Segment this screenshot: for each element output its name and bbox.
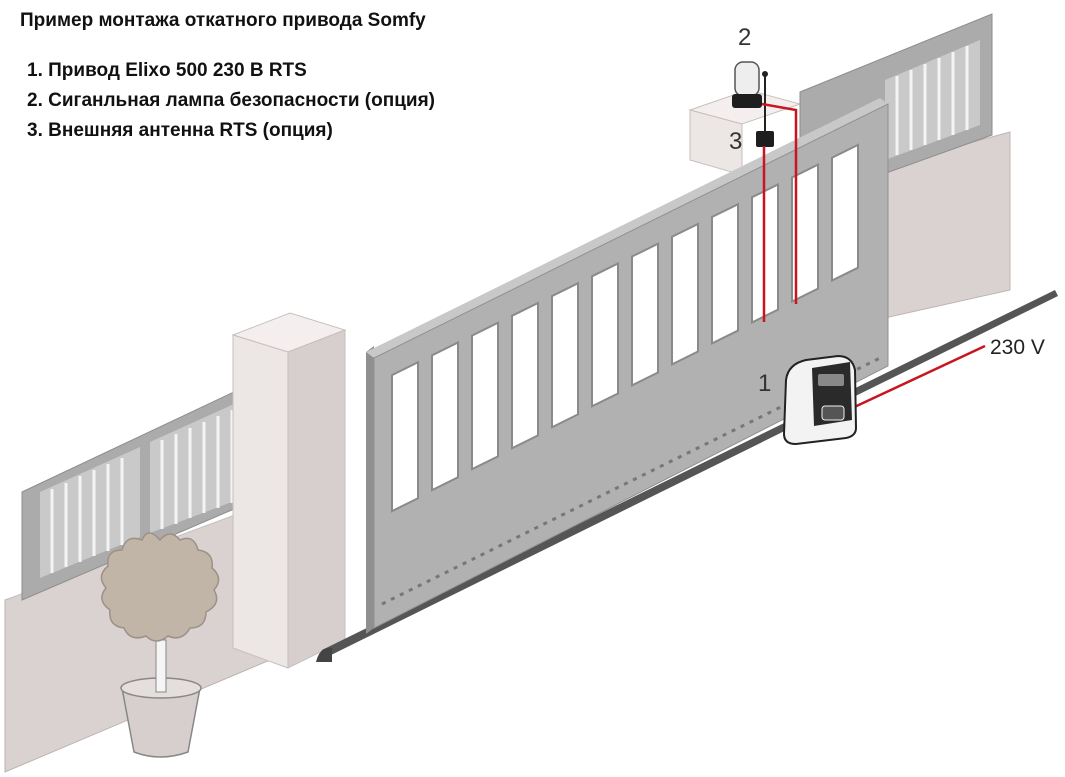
lamp-base bbox=[732, 94, 762, 108]
signal-lamp bbox=[732, 61, 762, 108]
rail-end-cap bbox=[316, 647, 332, 662]
right-fence-panel-inner bbox=[885, 40, 980, 160]
pot bbox=[121, 687, 201, 758]
legend-item-lamp: 2. Сиганльная лампа безопасности (опция) bbox=[27, 90, 435, 111]
gate-opening bbox=[671, 222, 699, 366]
antenna-box bbox=[756, 131, 774, 147]
left-pillar bbox=[231, 312, 347, 669]
antenna-tip bbox=[762, 71, 768, 77]
legend-item-antenna: 3. Внешняя антенна RTS (опция) bbox=[27, 120, 333, 141]
gate-openings bbox=[391, 143, 859, 513]
gate-opening bbox=[431, 340, 459, 492]
external-antenna bbox=[756, 71, 774, 147]
power-label: 230 V bbox=[990, 336, 1045, 359]
gate-rail bbox=[316, 290, 1058, 662]
rail-bar bbox=[322, 290, 1058, 658]
gate-opening bbox=[711, 202, 739, 346]
gate-opening bbox=[591, 261, 619, 408]
cables bbox=[761, 102, 986, 412]
gate-opening bbox=[551, 281, 579, 429]
gate-top-edge bbox=[366, 98, 888, 358]
gate-opening bbox=[391, 360, 419, 513]
elixo-motor bbox=[782, 354, 858, 446]
lamp-cable bbox=[761, 102, 798, 304]
power-cable bbox=[847, 344, 986, 412]
motor-panel bbox=[818, 374, 844, 386]
left-pillar-side bbox=[287, 329, 346, 669]
gate-opening bbox=[511, 301, 539, 450]
callout-lamp: 2 bbox=[738, 24, 752, 51]
potted-tree bbox=[100, 532, 220, 758]
legend-list: 1. Привод Elixo 500 230 В RTS 2. Сиганль… bbox=[27, 56, 435, 146]
left-fence-panel-inner-2 bbox=[150, 399, 245, 533]
callout-motor: 1 bbox=[758, 370, 772, 397]
lamp-dome bbox=[734, 61, 760, 97]
left-fence-slats bbox=[50, 410, 234, 573]
right-fence-slats bbox=[895, 46, 969, 155]
gate-opening bbox=[791, 163, 819, 304]
callout-antenna: 3 bbox=[729, 128, 743, 155]
tree-crown bbox=[100, 532, 220, 642]
diagram-title: Пример монтажа откатного привода Somfy bbox=[20, 10, 426, 31]
gate-opening bbox=[631, 242, 659, 387]
legend-item-motor: 1. Привод Elixo 500 230 В RTS bbox=[27, 60, 307, 81]
left-pillar-front bbox=[232, 334, 289, 669]
gate-opening bbox=[831, 143, 859, 283]
motor-release bbox=[821, 405, 845, 421]
gate-side-edge bbox=[366, 346, 374, 634]
sliding-gate bbox=[366, 98, 889, 634]
tree-trunk bbox=[155, 639, 167, 693]
gate-opening bbox=[471, 321, 499, 471]
